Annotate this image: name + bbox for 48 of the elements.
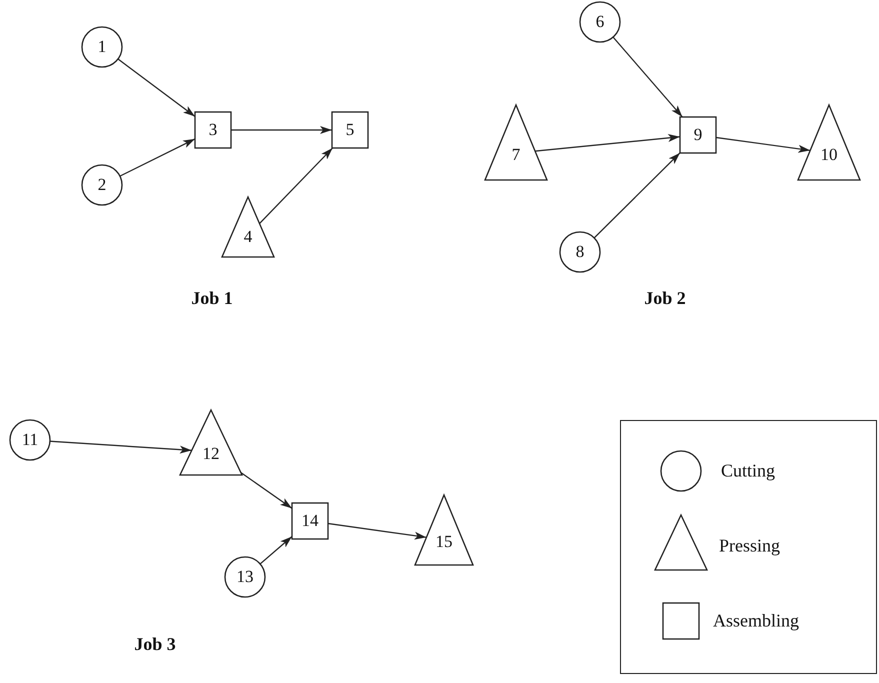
- arrow: [231, 126, 332, 134]
- operation-triangle: [415, 495, 473, 565]
- operation-circle: [82, 27, 122, 67]
- arrow: [118, 58, 196, 118]
- legend-label: Pressing: [719, 536, 780, 556]
- operation-number: 14: [302, 512, 318, 530]
- operation-number: 2: [98, 176, 106, 194]
- operation-circle: [580, 2, 620, 42]
- arrow: [120, 138, 196, 177]
- operation-triangle: [222, 197, 274, 257]
- legend-label: Assembling: [713, 610, 800, 632]
- operation-square: [680, 117, 716, 153]
- operation-number: 13: [236, 568, 254, 586]
- arrow: [328, 522, 427, 540]
- legend-label: Cutting: [721, 460, 776, 482]
- arrow: [240, 472, 292, 509]
- arrow: [612, 36, 683, 118]
- operation-square: [332, 112, 368, 148]
- operation-circle: [560, 232, 600, 272]
- operation-number: 8: [576, 243, 584, 261]
- operation-number: 3: [208, 121, 218, 139]
- operation-number: 1: [98, 38, 106, 56]
- operation-number: 6: [596, 13, 604, 31]
- operation-circle: [10, 420, 50, 460]
- operation-triangle: [798, 105, 860, 180]
- operation-circle: [225, 557, 265, 597]
- operation-circle: [82, 165, 122, 205]
- job-label: Job 3: [134, 634, 176, 655]
- job-label: Job 2: [644, 288, 686, 309]
- arrow: [50, 440, 192, 454]
- operation-triangle: [485, 105, 547, 180]
- operation-number: 11: [22, 431, 38, 449]
- arrow: [716, 136, 810, 153]
- operation-number: 10: [820, 146, 838, 164]
- arrow: [260, 536, 292, 564]
- operation-number: 7: [512, 146, 520, 164]
- operation-triangle: [180, 410, 242, 475]
- operation-number: 4: [244, 228, 252, 246]
- arrow: [535, 134, 680, 152]
- operation-number: 5: [346, 121, 354, 139]
- operation-number: 15: [436, 532, 452, 551]
- job-label: Job 1: [191, 288, 233, 309]
- operation-number: 9: [694, 126, 702, 144]
- arrow: [594, 152, 680, 238]
- arrow: [259, 148, 334, 224]
- operation-square: [195, 112, 231, 148]
- operation-square: [292, 503, 328, 539]
- operation-number: 12: [202, 444, 220, 463]
